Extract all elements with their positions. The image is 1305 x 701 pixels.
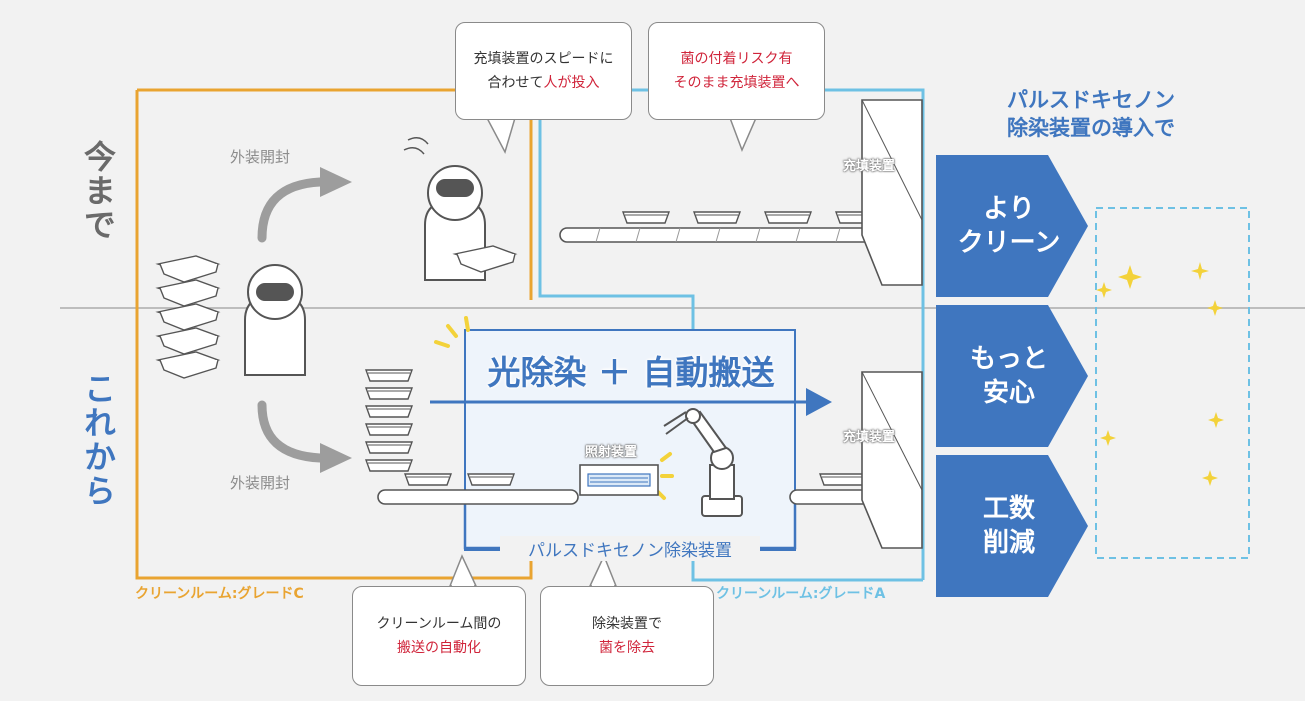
tray-stack-left-icon	[157, 255, 219, 379]
bubble-germ-removal: 除染装置で 菌を除去	[540, 586, 714, 686]
worker-icon	[244, 264, 306, 376]
headline: パルスドキセノン 除染装置の導入で	[946, 86, 1236, 142]
room-c-label: クリーンルーム:グレードC	[135, 586, 304, 602]
headline-line2: 除染装置の導入で	[1007, 116, 1175, 140]
unpack-label-bottom: 外装開封	[230, 474, 291, 492]
bubble-germ-risk: 菌の付着リスク有 そのまま充填装置へ	[648, 22, 825, 120]
filler-label-bottom: 充填装置	[843, 430, 896, 445]
label-after: これから	[79, 372, 117, 508]
filler-machine-top-icon	[861, 99, 923, 286]
benefit-3-line1: 工数	[982, 494, 1035, 524]
bubble-transfer-line2: 搬送の自動化	[397, 640, 481, 656]
filler-label-top: 充填装置	[843, 159, 896, 174]
tray-stack-bottom-icon	[365, 369, 413, 472]
arrow-up-icon	[320, 167, 352, 197]
irradiation-device-icon	[579, 464, 659, 496]
arrow-down-icon	[320, 443, 352, 473]
benefit-cleaner: より クリーン	[944, 192, 1074, 260]
robot-arm-icon	[663, 408, 743, 517]
bubble-risk-line1: 菌の付着リスク有	[680, 51, 793, 67]
sparkle-icon	[1096, 262, 1224, 486]
bubble-manual-line1: 充填装置のスピードに	[473, 51, 614, 67]
benefit-chevron-1	[936, 155, 1088, 297]
benefit-chevron-2	[936, 305, 1088, 447]
decon-unit-label: パルスドキセノン除染装置	[500, 536, 760, 561]
bubble-germ-line1: 除染装置で	[592, 616, 662, 632]
benefit-chevron-3	[936, 455, 1088, 597]
label-before: 今まで	[79, 140, 117, 242]
room-a-label: クリーンルーム:グレードA	[716, 586, 886, 602]
bubble-manual-highlight: 人が投入	[543, 75, 600, 91]
bubble-manual-line2: 合わせて	[487, 75, 544, 91]
decon-banner: 光除染 ＋ 自動搬送	[487, 353, 775, 392]
bubble-risk-line2: そのまま充填装置へ	[673, 75, 800, 91]
bubble-manual-loading: 充填装置のスピードに 合わせて人が投入	[455, 22, 632, 120]
conveyor-top	[559, 211, 883, 243]
bubble-germ-line2: 菌を除去	[599, 640, 655, 656]
irradiation-label: 照射装置	[585, 445, 638, 460]
benefit-2-line1: もっと	[969, 344, 1048, 374]
benefit-2-line2: 安心	[982, 378, 1035, 408]
bubble-transfer-line1: クリーンルーム間の	[376, 616, 502, 632]
benefit-safer: もっと 安心	[944, 342, 1074, 410]
sparkle-rays-icon	[434, 316, 470, 348]
benefit-1-line2: クリーン	[957, 228, 1061, 258]
benefit-3-line2: 削減	[982, 528, 1035, 558]
filler-machine-bottom-icon	[861, 371, 923, 549]
conveyor-bottom-left	[377, 473, 579, 505]
unpack-label-top: 外装開封	[230, 148, 291, 166]
headline-line1: パルスドキセノン	[1007, 88, 1175, 112]
benefit-1-line1: より	[983, 194, 1035, 224]
bubble-auto-transfer: クリーンルーム間の 搬送の自動化	[352, 586, 526, 686]
benefit-less-labor: 工数 削減	[944, 492, 1074, 560]
result-box	[1095, 207, 1250, 559]
